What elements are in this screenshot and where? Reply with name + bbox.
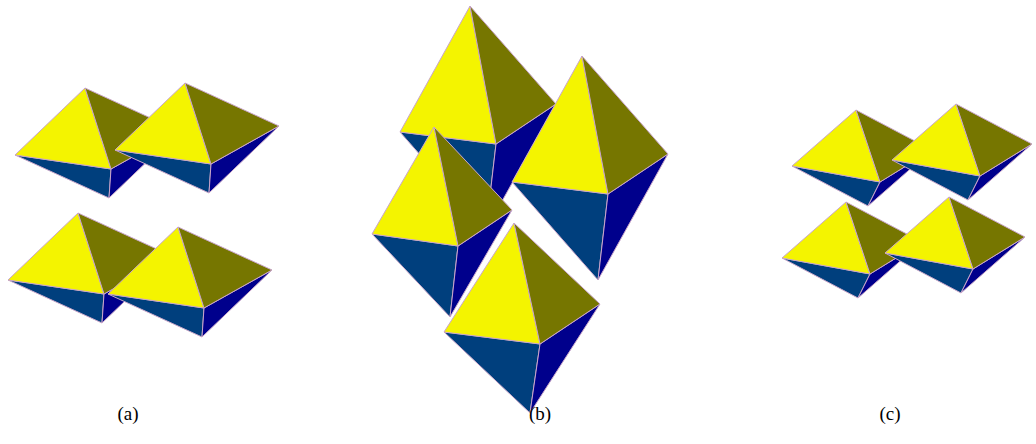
subfigure-label: (a) [117, 403, 138, 425]
octahedron-face [956, 104, 1032, 176]
octahedron-face [372, 234, 458, 317]
octahedron-face [185, 83, 279, 164]
octahedron-face [514, 223, 600, 344]
octahedron-face [178, 227, 272, 308]
octahedron-face [949, 197, 1025, 269]
octahedron-face [434, 127, 512, 246]
subfigure-label: (c) [879, 403, 900, 425]
octahedron-face [470, 6, 556, 144]
octahedron-face [444, 332, 540, 413]
octahedron-face [582, 56, 668, 194]
subfigure-label: (b) [529, 403, 551, 425]
